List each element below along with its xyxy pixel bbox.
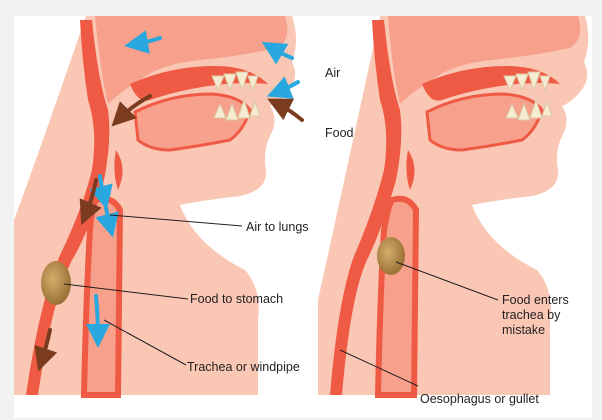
label-trachea: Trachea or windpipe [187,360,300,375]
left-head-skin [14,16,296,395]
right-trachea [378,199,416,395]
left-food-bolus [41,261,71,305]
label-oesophagus: Oesophagus or gullet [420,392,539,407]
label-food-enters: Food enters trachea by mistake [502,293,592,338]
right-head-skin [318,16,588,395]
label-air-to-lungs: Air to lungs [246,220,309,235]
left-head [14,16,302,395]
right-food-bolus [377,237,405,275]
right-head [318,16,588,395]
label-food-to-stomach: Food to stomach [190,292,283,307]
label-food: Food [325,126,354,141]
label-air: Air [325,66,340,81]
left-trachea [84,199,120,395]
